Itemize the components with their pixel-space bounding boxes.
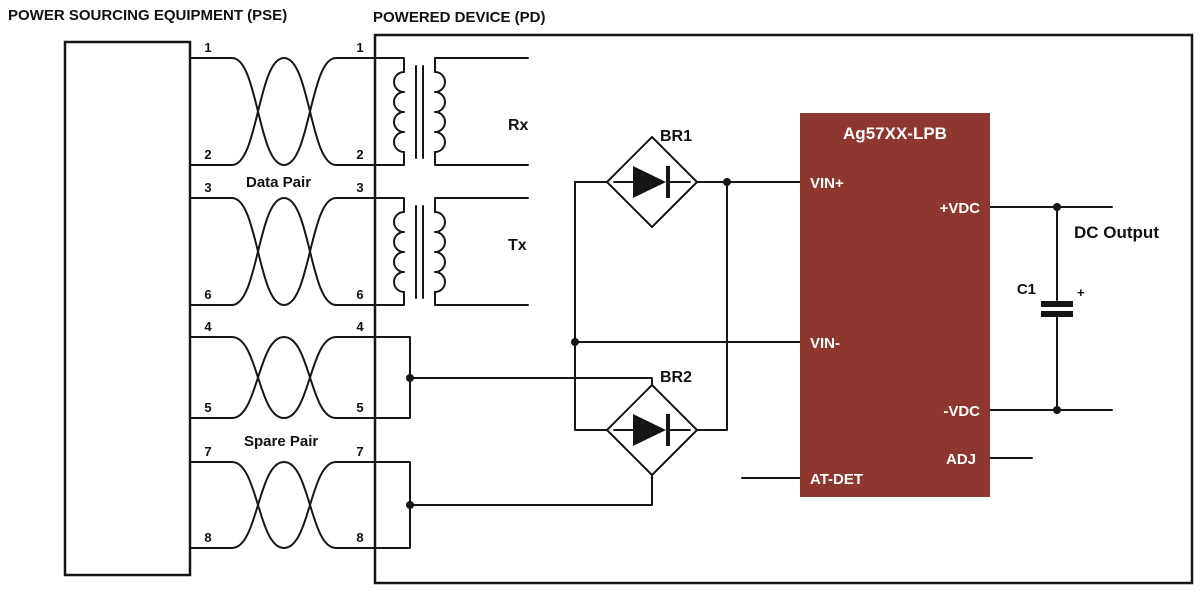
pd-pin-numbers: 1 2 3 6 4 5 7 8 <box>356 40 364 545</box>
wire-segment <box>189 461 376 549</box>
pin-number: 8 <box>204 530 211 545</box>
pin-number: 3 <box>204 180 211 195</box>
wire-segment <box>696 181 728 431</box>
wire-segment <box>434 151 529 166</box>
data-pair-2-twist <box>189 197 376 306</box>
junction-dot <box>1053 406 1061 414</box>
junction-dot <box>723 178 731 186</box>
pin-number: 2 <box>204 147 211 162</box>
wire-segment <box>189 336 376 419</box>
wire-segment <box>434 291 529 306</box>
chip-body <box>800 113 990 497</box>
wire-segment <box>374 197 405 213</box>
rx-transformer <box>374 57 529 166</box>
spare-pair-label: Spare Pair <box>244 433 318 450</box>
output-capacitor <box>1041 206 1073 411</box>
wire-segment <box>409 377 653 386</box>
wire-segment <box>374 461 411 549</box>
br2-label: BR2 <box>660 369 692 386</box>
pse-title: POWER SOURCING EQUIPMENT (PSE) <box>8 7 287 24</box>
pin-number: 3 <box>356 180 363 195</box>
capacitor-plate <box>1041 301 1073 307</box>
secondary-coil <box>434 71 446 153</box>
pin-number: 6 <box>356 287 363 302</box>
rx-label: Rx <box>508 117 529 134</box>
junction-dots <box>406 178 1061 509</box>
secondary-coil <box>434 211 446 293</box>
capacitor-plate <box>1041 311 1073 317</box>
poe-module-chip: Ag57XX-LPB VIN+ VIN- AT-DET +VDC -VDC AD… <box>800 113 990 497</box>
primary-coil <box>393 211 405 293</box>
tx-transformer <box>374 197 529 306</box>
pse-pin-numbers: 1 2 3 6 4 5 7 8 <box>204 40 212 545</box>
dc-bus-wiring <box>574 181 1113 479</box>
wire-segment <box>189 57 376 166</box>
wire-segment <box>434 197 529 213</box>
chip-pin-vdc-plus: +VDC <box>940 200 981 217</box>
wire-segment <box>574 181 608 431</box>
data-pair-1-twist <box>189 57 376 166</box>
bridge-rectifier-br1 <box>606 136 698 228</box>
wire-segment <box>374 151 405 166</box>
pin-number: 7 <box>204 444 211 459</box>
pd-title: POWERED DEVICE (PD) <box>373 9 546 26</box>
pin-number: 1 <box>204 40 211 55</box>
wire-segment <box>189 197 376 306</box>
wire-segment <box>189 336 376 419</box>
diode-icon <box>633 166 666 198</box>
wire-segment <box>189 57 376 166</box>
junction-dot <box>406 501 414 509</box>
pin-number: 2 <box>356 147 363 162</box>
pin-number: 5 <box>356 400 363 415</box>
tx-label: Tx <box>508 237 527 254</box>
pd-box <box>373 33 1194 585</box>
pse-box <box>63 40 192 577</box>
pin-number: 5 <box>204 400 211 415</box>
wire-segment <box>409 474 653 506</box>
pin-number: 4 <box>204 319 212 334</box>
wire-segment <box>189 197 376 306</box>
pin-number: 6 <box>204 287 211 302</box>
junction-dot <box>571 338 579 346</box>
pin-number: 8 <box>356 530 363 545</box>
pin-number: 7 <box>356 444 363 459</box>
pin-number: 1 <box>356 40 363 55</box>
pin-number: 4 <box>356 319 364 334</box>
spare-pair-junctions <box>374 336 653 549</box>
chip-pin-adj: ADJ <box>946 451 976 468</box>
wire-segment <box>374 336 411 419</box>
dc-output-label: DC Output <box>1074 223 1159 242</box>
spare-pair-1-twist <box>189 336 376 419</box>
wire-segment <box>374 291 405 306</box>
data-pair-label: Data Pair <box>246 174 311 191</box>
br1-label: BR1 <box>660 128 692 145</box>
chip-name: Ag57XX-LPB <box>843 124 947 143</box>
primary-coil <box>393 71 405 153</box>
wire-segment <box>434 57 529 73</box>
chip-pin-vin-plus: VIN+ <box>810 175 844 192</box>
spare-pair-2-twist <box>189 461 376 549</box>
chip-pin-at-det: AT-DET <box>810 471 863 488</box>
bridge-rectifier-br2 <box>606 384 698 476</box>
wire-segment <box>189 461 376 549</box>
wire-segment <box>374 57 405 73</box>
chip-pin-vdc-minus: -VDC <box>943 403 980 420</box>
capacitor-polarity-sign: + <box>1077 285 1085 300</box>
junction-dot <box>1053 203 1061 211</box>
c1-label: C1 <box>1017 281 1036 298</box>
chip-pin-vin-minus: VIN- <box>810 335 840 352</box>
diode-icon <box>633 414 666 446</box>
junction-dot <box>406 374 414 382</box>
